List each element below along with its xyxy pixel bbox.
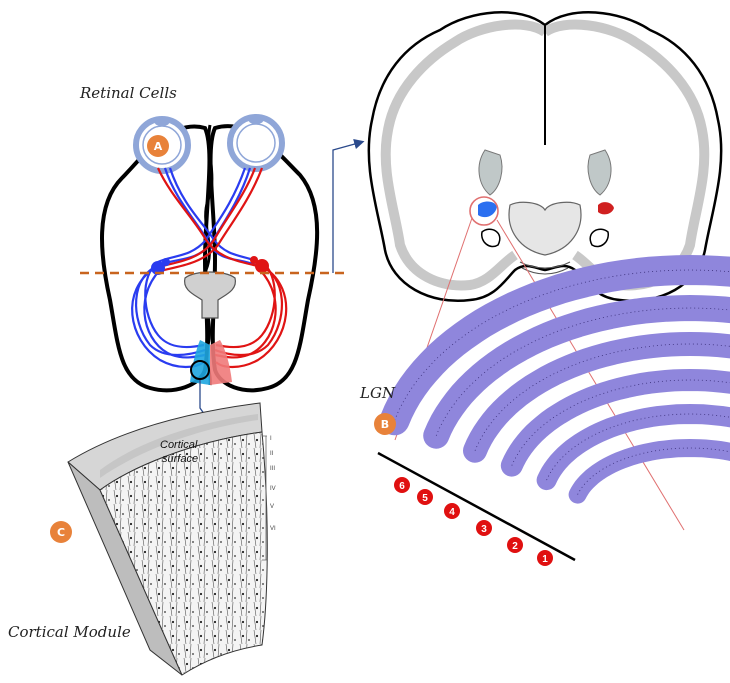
lgn-layer-marker-4: 4	[444, 503, 460, 519]
lgn-electrode-line	[377, 451, 576, 562]
lgn-layer-marker-3: 3	[476, 520, 492, 536]
right-eye-icon	[227, 114, 285, 172]
thalamus-region	[508, 201, 582, 256]
cortical-module-label: Cortical Module	[8, 623, 131, 641]
cortex-front-face	[99, 431, 268, 676]
retinal-cells-label: Retinal Cells	[79, 84, 177, 102]
axial-brain	[80, 114, 345, 393]
lgn-band-texture	[394, 269, 730, 421]
left-lgn-node	[151, 258, 170, 275]
cortex-top-gradient	[100, 414, 258, 478]
badge-a: A	[147, 135, 169, 157]
lgn-layer-marker-dot	[444, 503, 460, 519]
lgn-layer-marker-2: 2	[507, 537, 523, 553]
right-lgn-node	[250, 256, 269, 273]
left-hippocampus	[481, 228, 501, 248]
lgn-label: LGN	[359, 384, 396, 402]
lgn-layer-marker-label: 5	[422, 493, 428, 504]
lgn-layer-marker-1: 1	[537, 550, 553, 566]
left-lgn-highlight	[478, 201, 497, 218]
lgn-selection-circle	[469, 196, 499, 226]
lgn-layer-marker-dot	[507, 537, 523, 553]
cortical-surface-label-1: Cortical	[160, 439, 198, 451]
lgn-layer-marker-5: 5	[417, 489, 433, 505]
cortex-layer-numeral: V	[270, 504, 274, 510]
badge-b: B	[374, 413, 396, 435]
badge-a-text: A	[154, 140, 163, 153]
right-visual-cortex-target	[210, 340, 232, 385]
coronal-outline	[367, 11, 723, 303]
midbrain-shape	[183, 271, 237, 319]
lgn-layer-marker-label: 6	[399, 481, 405, 492]
left-ventricle	[478, 149, 503, 196]
lgn-band-4	[463, 331, 730, 463]
zoom-line-right	[496, 219, 685, 531]
lgn-layer-marker-label: 4	[449, 507, 455, 518]
badge-c-text: C	[57, 526, 65, 539]
lgn-layers: 1 2 3 4 5 6	[377, 254, 730, 566]
coronal-brain-slice	[367, 11, 723, 303]
lgn-layer-marker-label: 2	[512, 541, 518, 552]
lgn-layer-marker-6: 6	[394, 477, 410, 493]
lgn-layer-marker-label: 1	[542, 554, 548, 565]
badge-c: C	[50, 521, 72, 543]
cortex-layer-numeral: VI	[270, 526, 276, 532]
lgn-layer-marker-dot	[417, 489, 433, 505]
right-hippocampus	[589, 228, 609, 248]
right-lgn-highlight	[598, 202, 614, 215]
optic-tract-red	[156, 167, 288, 369]
left-visual-cortex-target	[190, 340, 210, 385]
cortex-layer-numeral: I	[270, 436, 272, 442]
right-ventricle	[587, 149, 612, 196]
cortex-layer-numeral: III	[270, 466, 275, 472]
lgn-band-texture	[577, 447, 730, 495]
lgn-layer-marker-label: 3	[481, 524, 487, 535]
left-hemisphere-outline	[100, 124, 212, 393]
badge-b-text: B	[381, 418, 389, 431]
cortex-layer-bracket	[262, 435, 267, 561]
right-hemisphere-outline	[208, 124, 320, 393]
lgn-band-texture	[511, 379, 730, 466]
cortex-layer-numeral: IV	[270, 486, 276, 492]
arrow-to-coronal	[332, 139, 365, 273]
cortical-surface-label-2: surface	[162, 453, 198, 465]
lgn-layer-marker-dot	[476, 520, 492, 536]
lgn-layer-marker-dot	[537, 550, 553, 566]
cortex-region-circle	[190, 360, 210, 380]
lgn-band-1	[568, 438, 730, 504]
lgn-band-5	[423, 294, 730, 449]
lgn-band-2	[536, 403, 730, 491]
cortex-layer-numeral: II	[270, 451, 274, 457]
lgn-layer-marker-dot	[394, 477, 410, 493]
